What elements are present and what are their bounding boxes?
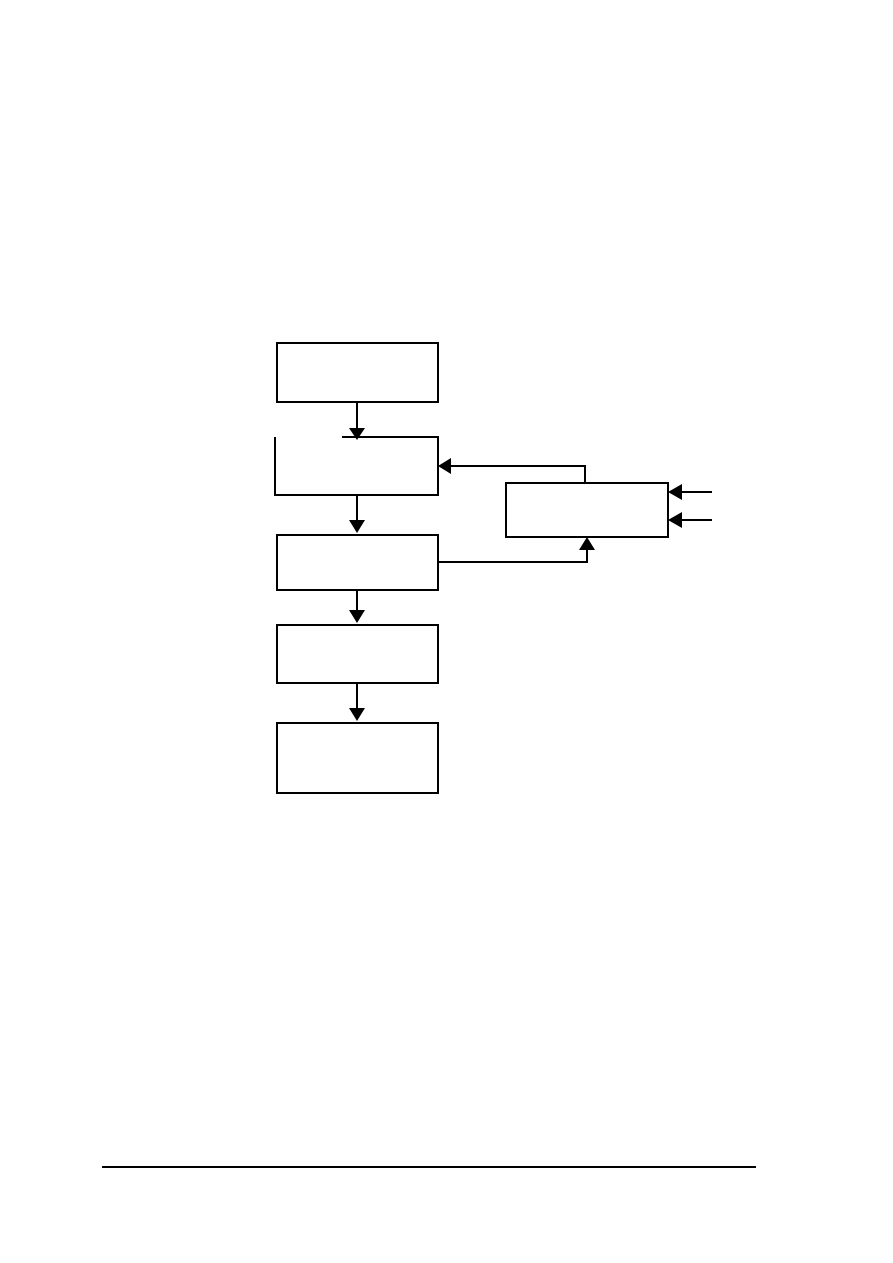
node-box5[interactable] [276, 722, 439, 794]
edge-box6-to-box2 [438, 458, 586, 483]
arrowhead-down-into-box2 [349, 428, 365, 440]
edge-box3-to-box6 [438, 537, 595, 563]
box3-rect[interactable] [276, 534, 439, 591]
arrowhead-up-into-box6 [579, 537, 595, 550]
box1-rect[interactable] [276, 342, 439, 403]
box2-rect[interactable] [274, 436, 439, 496]
node-box3[interactable] [276, 534, 439, 591]
arrowhead-left-into-box6-lower [668, 512, 682, 528]
edge-box4-to-box5 [349, 683, 365, 721]
edge-external-input-2 [668, 512, 712, 528]
edge-box1-to-box2 [349, 402, 365, 440]
footer-text [102, 1175, 756, 1195]
arrowhead-down-into-box3 [349, 520, 365, 533]
arrowhead-down-into-box4 [349, 610, 365, 623]
arrowhead-left-into-box6-upper [668, 484, 682, 500]
arrowhead-left-into-box2 [438, 458, 451, 474]
node-box4[interactable] [276, 624, 439, 684]
edge-box3-to-box4 [349, 590, 365, 623]
box6-rect[interactable] [505, 482, 669, 538]
arrowhead-down-into-box5 [349, 708, 365, 721]
edge-external-input-1 [668, 484, 712, 500]
edge-box3-to-box6-path [438, 549, 588, 563]
node-box6[interactable] [505, 482, 669, 538]
node-box1[interactable] [276, 342, 439, 403]
box4-rect[interactable] [276, 624, 439, 684]
node-box2[interactable] [274, 436, 439, 496]
edge-box2-to-box3 [349, 495, 365, 533]
edge-box6-to-box2-path [450, 465, 586, 483]
box5-rect[interactable] [276, 722, 439, 794]
